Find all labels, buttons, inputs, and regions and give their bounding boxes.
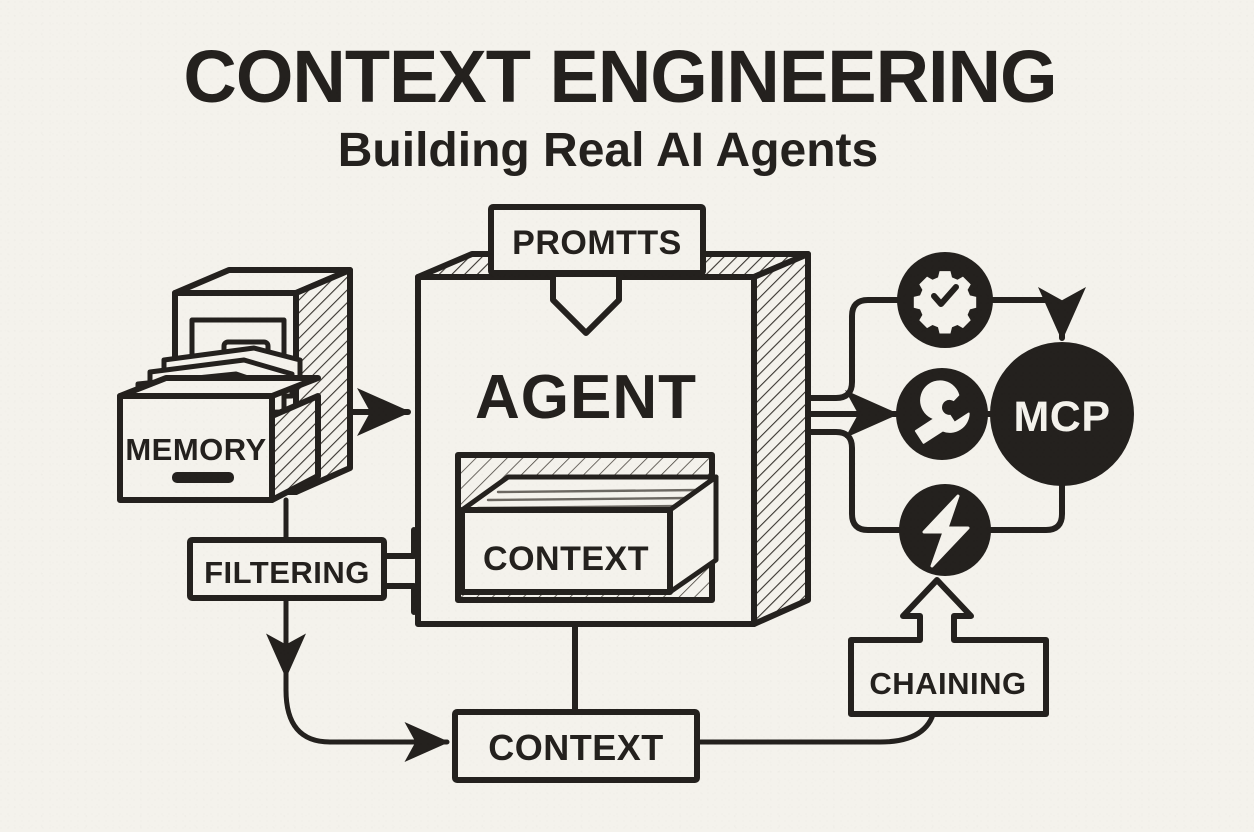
mcp-label: MCP [1013, 393, 1110, 441]
prompts-arrow-wedge [550, 277, 622, 336]
connector-agent-to-gear [797, 297, 903, 401]
agent-context-label: CONTEXT [483, 540, 649, 578]
tool-bolt[interactable] [899, 484, 991, 576]
prompts-box: PROMTTS [488, 204, 706, 276]
filtering-box: FILTERING [187, 537, 387, 601]
drawer-handle [172, 472, 234, 483]
page-title: CONTEXT ENGINEERING [183, 35, 1056, 118]
context-bottom-box: CONTEXT [452, 709, 700, 783]
agent-box: AGENT CONTEXT [415, 251, 811, 627]
memory-cabinet: MEMORY [117, 267, 353, 503]
chaining-label: CHAINING [869, 666, 1026, 701]
page-subtitle: Building Real AI Agents [338, 124, 878, 177]
connector-bolt-to-mcp [987, 475, 1065, 533]
agent-label: AGENT [475, 363, 697, 432]
prompts-label: PROMTTS [512, 224, 682, 262]
chaining-box: CHAINING [848, 577, 1049, 717]
memory-label: MEMORY [125, 432, 266, 467]
wrench-icon [914, 380, 970, 444]
tool-wrench[interactable] [896, 368, 988, 460]
connector-filtering-to-agent-lower [381, 583, 417, 615]
check-icon [931, 284, 959, 307]
filtering-label: FILTERING [204, 555, 370, 590]
context-tray-front [459, 507, 673, 595]
tool-gear-check[interactable] [897, 252, 993, 348]
connector-agent-to-bolt [797, 429, 903, 533]
lightning-bolt-icon [922, 494, 970, 568]
connector-filtering-to-context [283, 595, 450, 762]
connector-gear-to-mcp [987, 287, 1086, 341]
mcp-node[interactable]: MCP [990, 342, 1134, 486]
context-bottom-label: CONTEXT [488, 727, 664, 768]
connector-filtering-to-agent [381, 527, 417, 559]
